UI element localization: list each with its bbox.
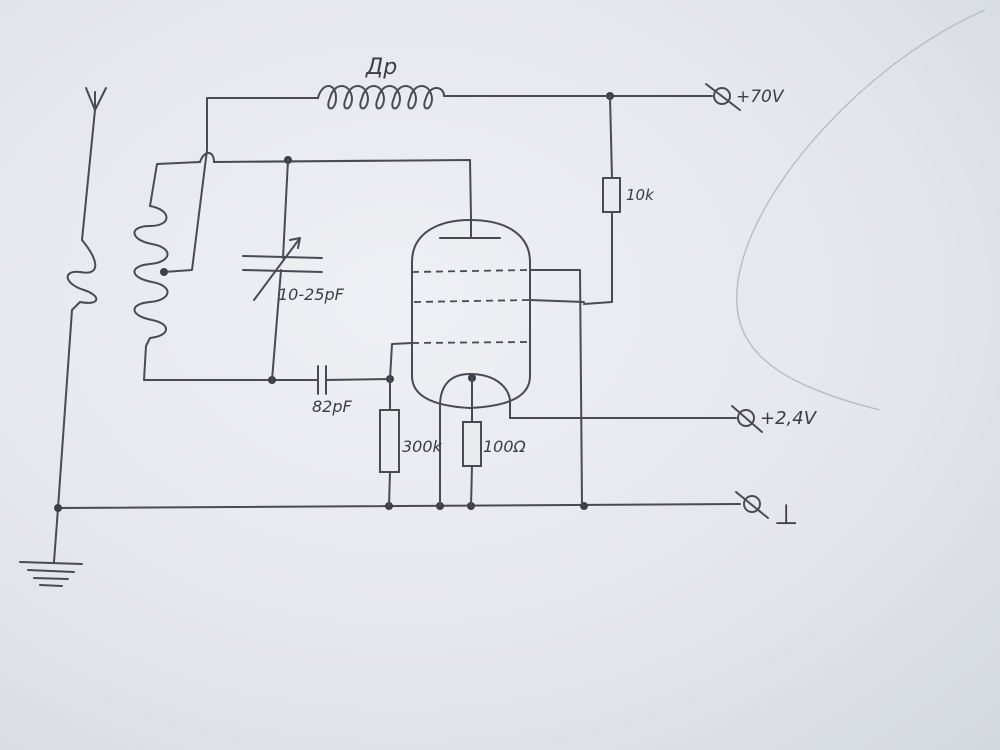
variable-capacitor	[242, 237, 323, 301]
resistor-300k	[379, 409, 400, 473]
tube-grid-3	[411, 341, 529, 344]
ground-label: ⊥	[774, 498, 798, 531]
grid-to-tube	[389, 342, 413, 380]
tube-grid-2	[413, 299, 531, 303]
choke-label: Др	[365, 55, 397, 80]
junction-dot	[54, 504, 62, 512]
page-edge-arc	[736, 9, 986, 411]
tube-filament	[439, 373, 511, 419]
c82-label: 82pF	[312, 397, 353, 416]
tank-top-wire	[213, 159, 472, 219]
plus24v-terminal[interactable]	[731, 405, 763, 433]
capacitor-82pf	[317, 365, 327, 395]
var-cap-wire	[271, 159, 289, 381]
r10k-wire	[583, 95, 613, 305]
r300k-wire	[388, 378, 391, 507]
feedback-tap-wire	[163, 149, 208, 273]
r100-wire	[470, 377, 473, 507]
plus24v-label: +2,4V	[760, 408, 818, 429]
antenna-wire-down	[57, 309, 73, 509]
junction-dot	[160, 268, 168, 276]
r100-label: 100Ω	[483, 437, 527, 456]
tank-crossover	[199, 152, 215, 163]
r300k-label: 300k	[402, 437, 443, 456]
tube-grid-1	[411, 269, 529, 273]
antenna-coil	[66, 239, 98, 311]
tube-anode	[439, 217, 501, 239]
resistor-10k	[602, 177, 621, 213]
resistor-100-ohm	[462, 421, 482, 467]
plus70v-label: +70V	[736, 87, 785, 107]
ground-rail	[57, 503, 741, 509]
tank-coil	[133, 205, 169, 381]
choke-coil	[317, 85, 445, 110]
r10k-label: 10k	[626, 186, 655, 204]
earth-ground-symbol	[19, 507, 83, 587]
tank-left-wire	[149, 161, 201, 207]
ground-terminal[interactable]	[735, 491, 769, 519]
grid-wire	[325, 378, 391, 381]
grid2-wire	[529, 299, 585, 303]
top-rail-left	[206, 97, 319, 151]
antenna-symbol	[81, 87, 107, 241]
screen-grid-wire	[529, 269, 583, 505]
plus70v-terminal[interactable]	[705, 83, 741, 111]
cvar-label: 10-25pF	[278, 285, 345, 304]
